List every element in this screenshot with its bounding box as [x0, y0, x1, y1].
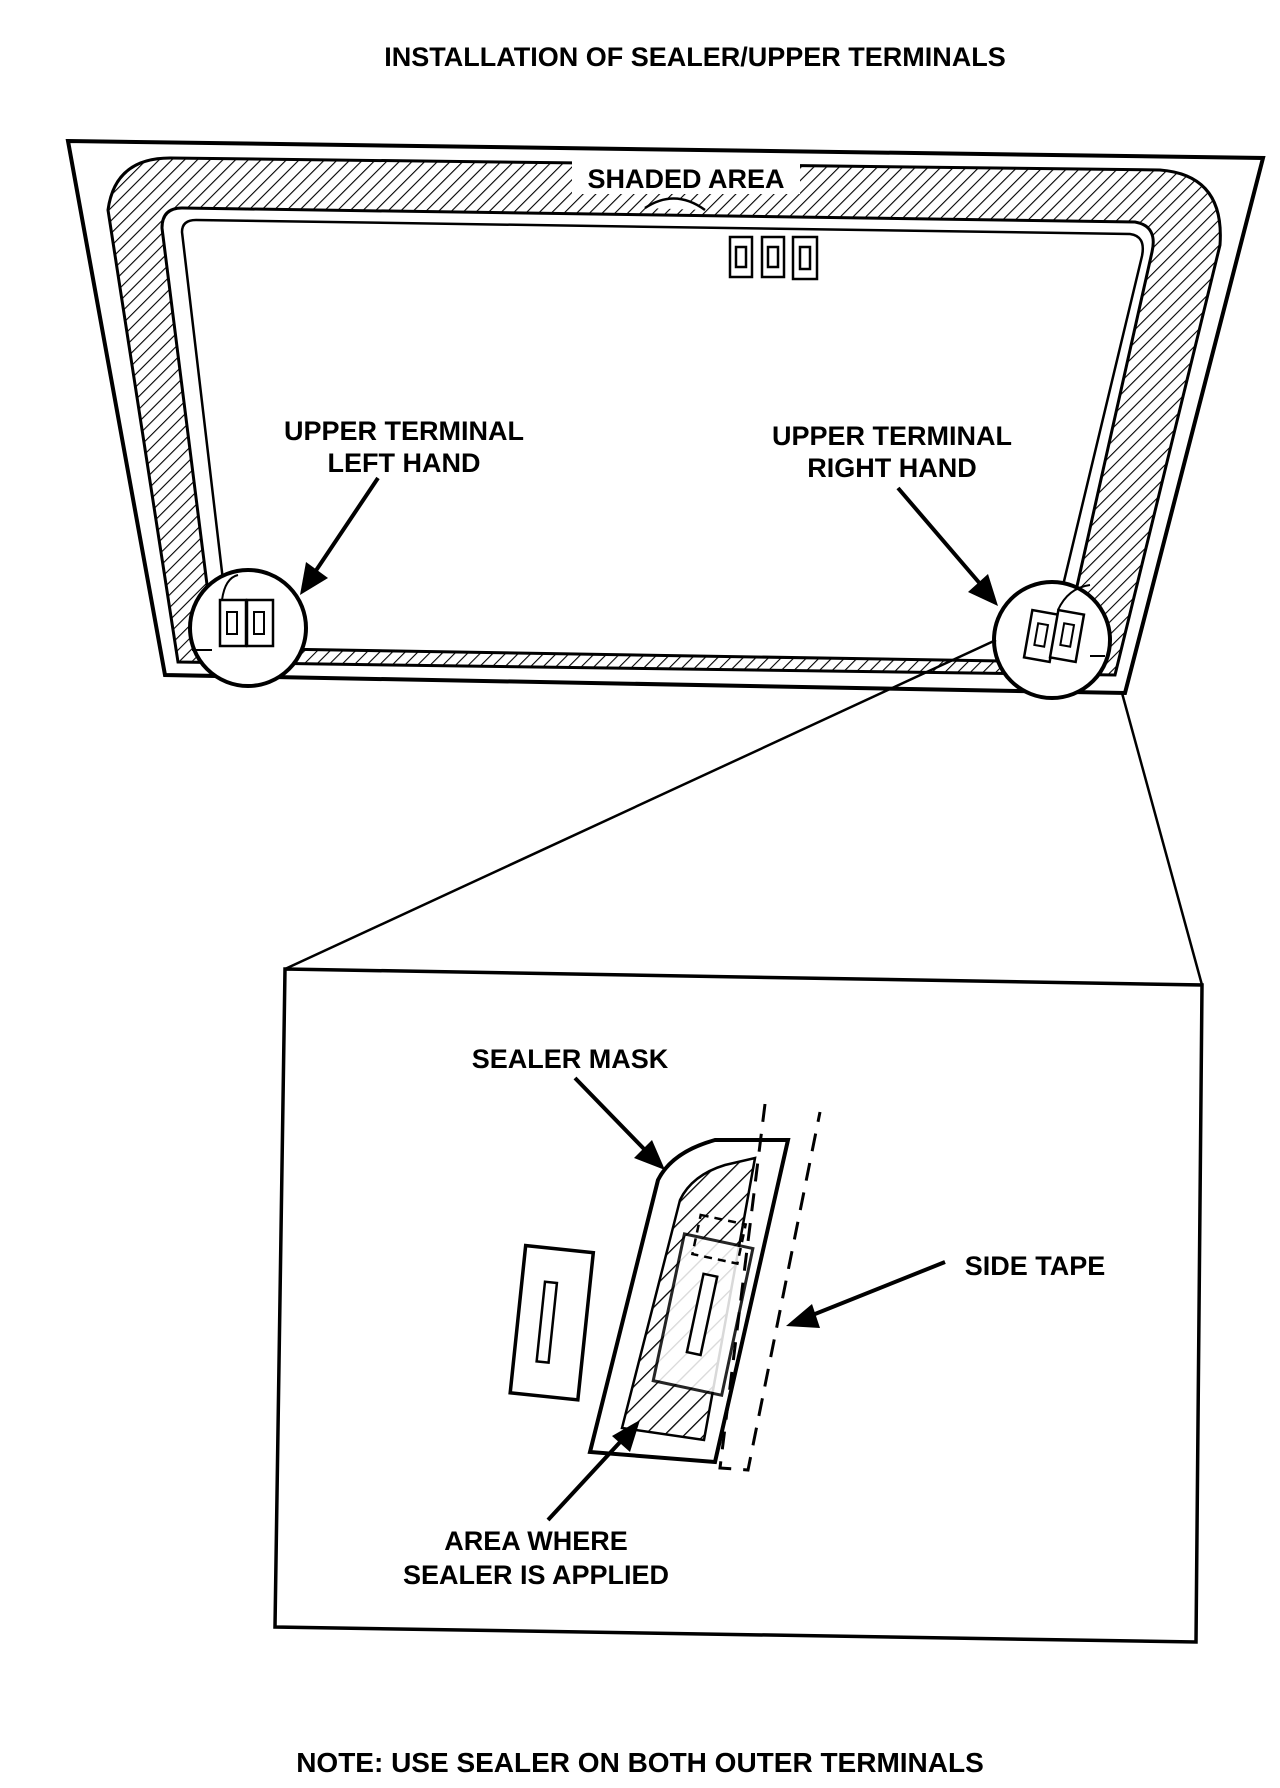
grid-inner-border: [180, 218, 1144, 649]
upper-terminal-left-label-line2: LEFT HAND: [328, 448, 481, 478]
right-terminal-circle: [992, 580, 1112, 700]
detail-view: SEALER MASK SIDE TAPE AREA WHERE SEALER …: [273, 967, 1204, 1644]
shaded-area-label: SHADED AREA: [587, 164, 784, 194]
sealer-area-arrow: [546, 1420, 640, 1522]
side-tape-arrow: [786, 1260, 946, 1328]
upper-terminal-right-label-line1: UPPER TERMINAL: [772, 421, 1012, 451]
sealer-area-label-line2: SEALER IS APPLIED: [403, 1560, 669, 1590]
zoom-leader-lines: [284, 638, 1204, 986]
side-tape: [718, 1103, 822, 1472]
left-terminal-arrow: [300, 476, 380, 595]
sealer-area-outline: [620, 1156, 757, 1442]
upper-terminal-right-label-line2: RIGHT HAND: [807, 453, 977, 483]
right-terminal-arrow: [896, 486, 998, 606]
rear-glass-panel: SHADED AREA: [65, 138, 1266, 700]
sealer-mask-label: SEALER MASK: [472, 1044, 669, 1074]
detached-terminal: [508, 1243, 596, 1402]
shaded-area-label-box: [572, 160, 800, 194]
note-text: NOTE: USE SEALER ON BOTH OUTER TERMINALS: [296, 1747, 984, 1778]
label-notch: [644, 197, 706, 212]
center-terminals: [728, 235, 819, 281]
covered-terminal: [651, 1213, 755, 1398]
sealer-mask-arrow: [573, 1076, 665, 1170]
side-tape-label: SIDE TAPE: [965, 1251, 1106, 1281]
diagram-title: INSTALLATION OF SEALER/UPPER TERMINALS: [384, 42, 1006, 72]
glass-outline: [65, 138, 1266, 696]
upper-terminal-left-label-line1: UPPER TERMINAL: [284, 416, 524, 446]
left-terminal-circle: [188, 568, 308, 688]
sealer-area-label-line1: AREA WHERE: [444, 1526, 628, 1556]
